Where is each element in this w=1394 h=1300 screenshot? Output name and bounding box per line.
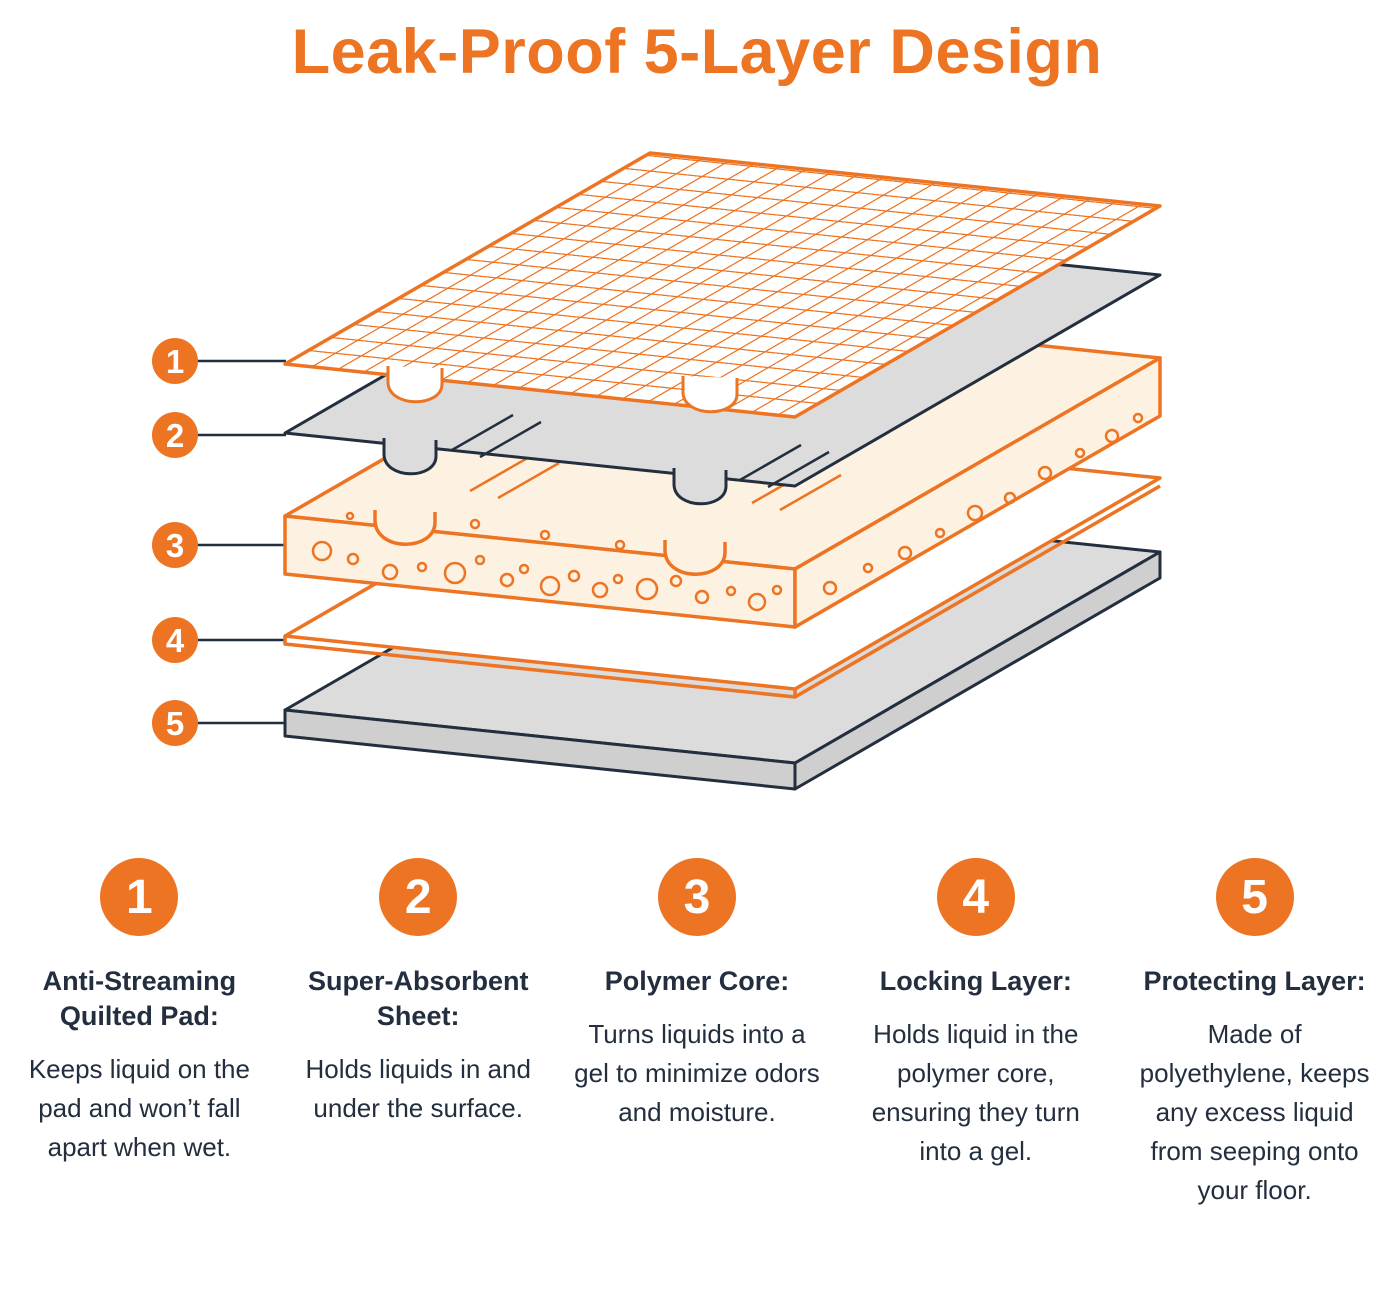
- sheet-dimple-1: [382, 438, 438, 476]
- svg-text:5: 5: [166, 705, 184, 742]
- layer-description-1: 1 Anti-Streaming Quilted Pad: Keeps liqu…: [0, 858, 279, 1210]
- callout-5-badge: 5: [152, 700, 198, 746]
- core-notch-2: [663, 540, 727, 576]
- layer-1-quilted-pad: [283, 151, 1162, 419]
- pad-dimple-2: [681, 376, 739, 414]
- callout-lines: [198, 359, 286, 725]
- layer-2-description-text: Holds liquids in and under the surface.: [305, 1054, 531, 1124]
- layer-4-number: 4: [962, 870, 990, 924]
- callout-4-badge: 4: [152, 617, 198, 663]
- layer-descriptions: 1 Anti-Streaming Quilted Pad: Keeps liqu…: [0, 858, 1394, 1210]
- layer-description-3: 3 Polymer Core: Turns liquids into a gel…: [558, 858, 837, 1210]
- layer-1-heading: Anti-Streaming Quilted Pad:: [42, 966, 237, 1032]
- sheet-sheen-lines: [451, 413, 830, 489]
- layer-2-number-badge: 2: [379, 858, 458, 936]
- layer-diagram: 1 2 3 4 5: [0, 98, 1394, 828]
- sheet-dimple-2: [672, 468, 728, 506]
- layer-5-number: 5: [1241, 870, 1268, 924]
- layer-1-description-text: Keeps liquid on the pad and won’t fall a…: [28, 1054, 250, 1163]
- callout-1-badge: 1: [152, 338, 198, 384]
- layer-description-2: 2 Super-Absorbent Sheet: Holds liquids i…: [279, 858, 558, 1210]
- layer-1-number-badge: 1: [100, 858, 179, 936]
- layer-2-heading: Super-Absorbent Sheet:: [307, 966, 529, 1032]
- layer-4-heading: Locking Layer:: [879, 966, 1072, 996]
- layer-4-description-text: Holds liquid in the polymer core, ensuri…: [871, 1019, 1080, 1167]
- exploded-layers-illustration: 1 2 3 4 5: [152, 151, 1162, 791]
- svg-text:2: 2: [166, 417, 184, 454]
- layer-3-number: 3: [683, 870, 711, 924]
- layer-3-heading: Polymer Core:: [604, 966, 790, 996]
- callout-3-badge: 3: [152, 522, 198, 568]
- layer-3-number-badge: 3: [657, 858, 736, 936]
- svg-text:1: 1: [166, 343, 184, 380]
- layer-3-description-text: Turns liquids into a gel to minimize odo…: [574, 1019, 820, 1128]
- layer-2-number: 2: [404, 870, 432, 924]
- layer-description-5: 5 Protecting Layer: Made of polyethylene…: [1115, 858, 1394, 1210]
- page-title: Leak-Proof 5-Layer Design: [291, 17, 1103, 87]
- layer-5-heading: Protecting Layer:: [1143, 966, 1366, 996]
- callout-badges: 1 2 3 4 5: [152, 338, 198, 746]
- layer-4-number-badge: 4: [936, 858, 1015, 936]
- core-notch-1: [373, 510, 437, 546]
- mesh-surface: [283, 151, 1162, 419]
- layer-description-4: 4 Locking Layer: Holds liquid in the pol…: [836, 858, 1115, 1210]
- pad-dimple-1: [386, 366, 444, 404]
- layer-5-description-text: Made of polyethylene, keeps any excess l…: [1139, 1019, 1370, 1206]
- svg-text:3: 3: [166, 527, 184, 564]
- core-bubbles: [311, 412, 1144, 612]
- layer-1-number: 1: [126, 870, 153, 924]
- svg-text:4: 4: [166, 622, 185, 659]
- core-sheen-lines: [469, 454, 842, 512]
- callout-2-badge: 2: [152, 412, 198, 458]
- layer-5-number-badge: 5: [1215, 858, 1294, 936]
